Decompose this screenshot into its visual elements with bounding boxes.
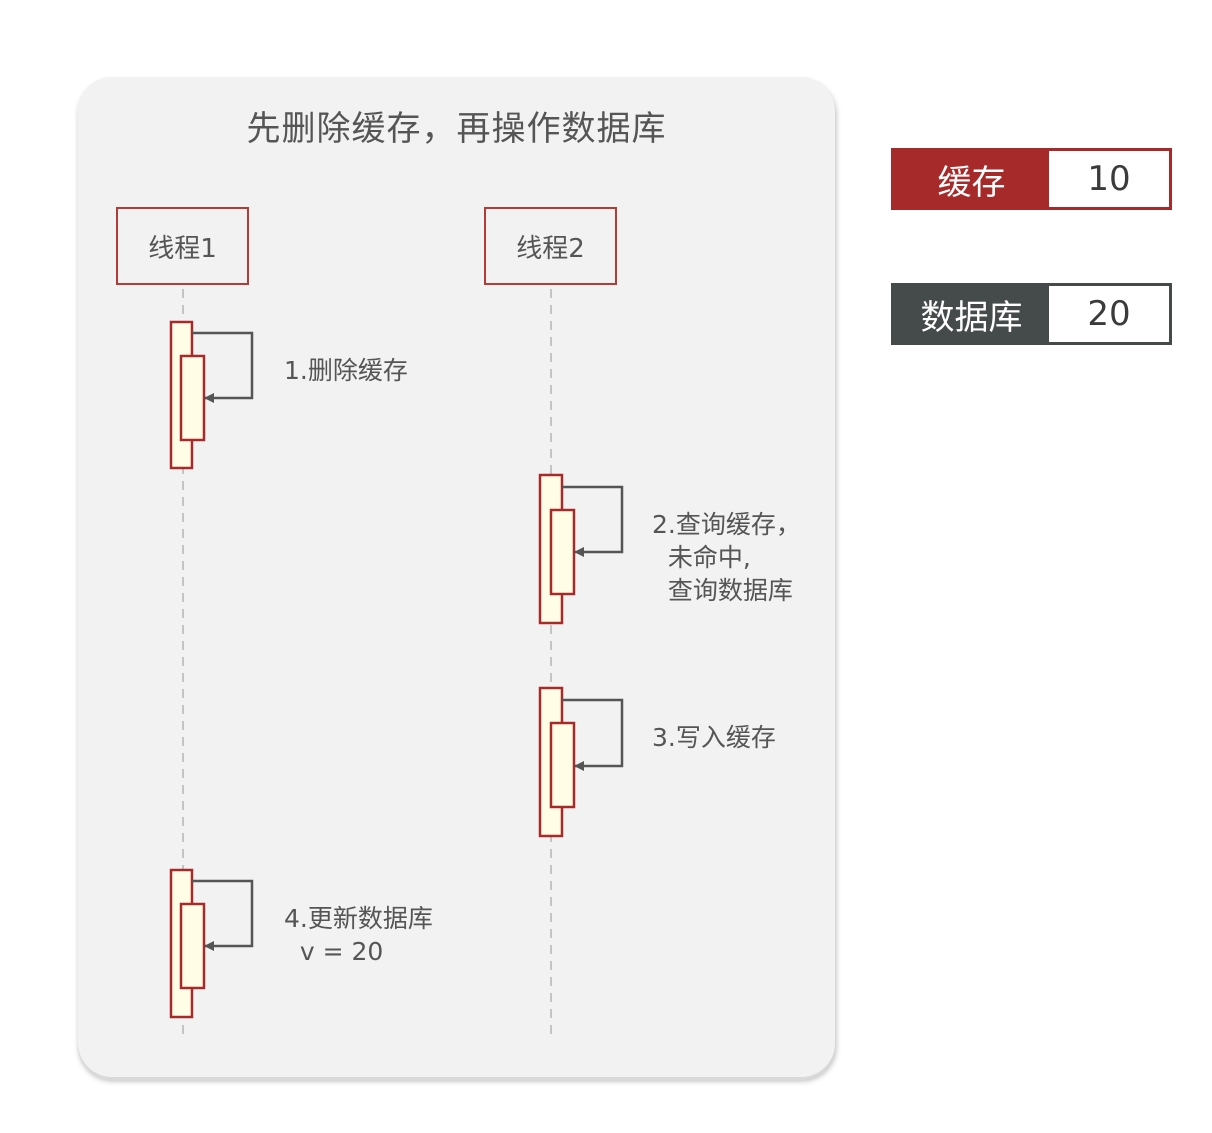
database-legend: 数据库 20 — [891, 283, 1172, 345]
cache-legend-value: 10 — [1049, 151, 1169, 207]
activation-bar-inner — [179, 354, 206, 442]
activation-bar-inner — [549, 721, 576, 809]
database-legend-name: 数据库 — [894, 286, 1049, 342]
thread-1-box: 线程1 — [116, 207, 249, 285]
diagram-title: 先删除缓存，再操作数据库 — [246, 109, 667, 149]
self-call-arrow — [562, 485, 624, 557]
thread-2-box: 线程2 — [484, 207, 617, 285]
step-3-activation — [538, 686, 624, 838]
cache-legend-name: 缓存 — [894, 151, 1049, 207]
thread-2-label: 线程2 — [516, 233, 585, 264]
step-3-label: 3.写入缓存 — [652, 723, 776, 752]
database-legend-value: 20 — [1049, 286, 1169, 342]
step-1-label: 1.删除缓存 — [284, 356, 408, 385]
step-4-activation — [169, 868, 254, 1019]
thread-1-label: 线程1 — [148, 233, 217, 264]
activation-bar-inner — [179, 902, 206, 990]
cache-legend: 缓存 10 — [891, 148, 1172, 210]
step-4-label: 4.更新数据库 v = 20 — [284, 904, 433, 966]
self-call-arrow — [192, 879, 254, 951]
self-call-arrow — [562, 698, 624, 771]
activation-bar-inner — [549, 508, 576, 596]
step-1-activation — [169, 320, 254, 470]
step-2-activation — [538, 473, 624, 625]
self-call-arrow — [192, 331, 254, 403]
step-2-label: 2.查询缓存， 未命中, 查询数据库 — [652, 510, 801, 605]
